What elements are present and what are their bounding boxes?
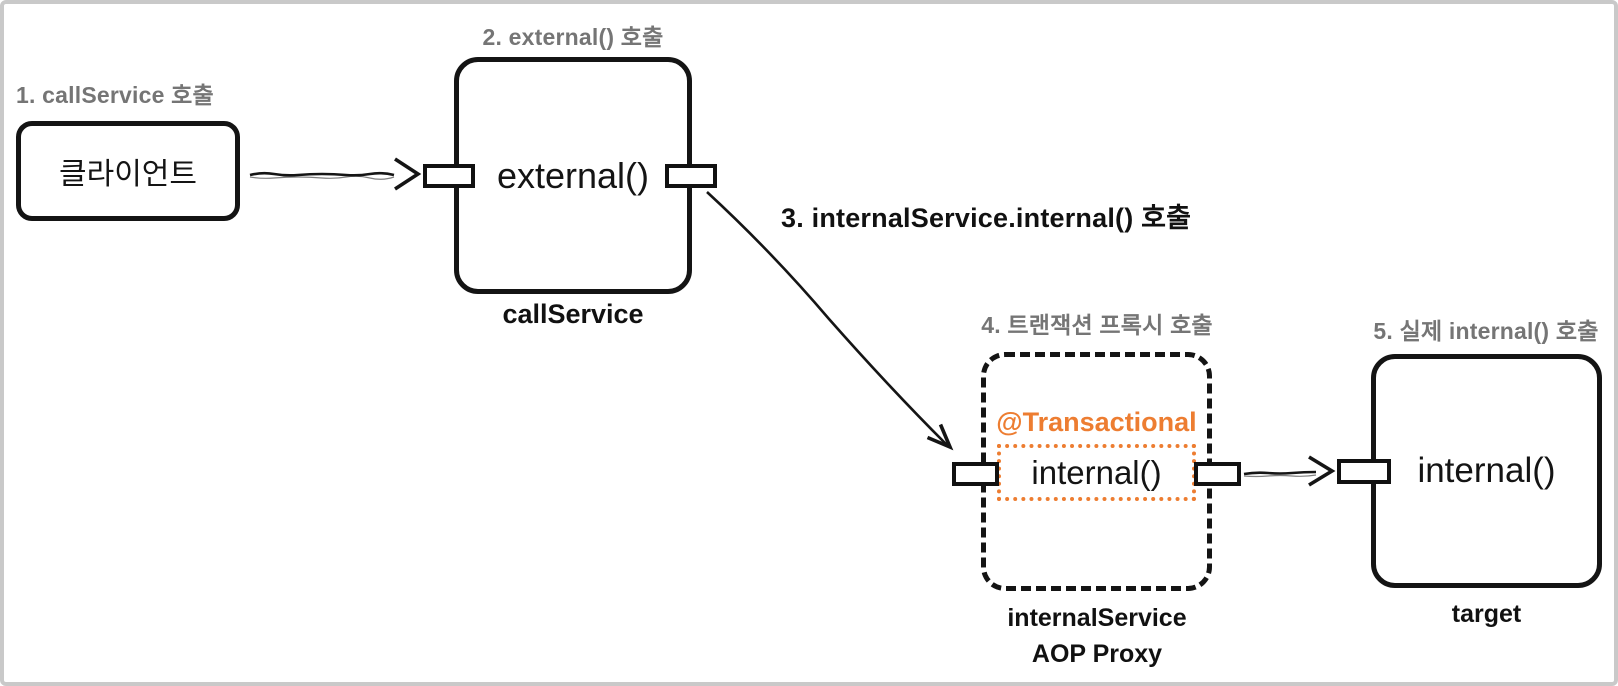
transactional-annotation: @Transactional: [996, 407, 1197, 437]
arrow-client-line-sketch: [249, 175, 395, 180]
arrowhead-into-target: [1308, 455, 1336, 487]
target-internal-method-label: internal(): [1417, 451, 1556, 490]
client-box: 클라이언트: [16, 121, 240, 221]
arrowhead-into-external: [394, 157, 422, 191]
step2-label: 2. external() 호출: [482, 24, 664, 50]
external-in-port: [423, 164, 475, 188]
proxy-internal-method-label: internal(): [1031, 453, 1162, 491]
proxy-caption-line2: AOP Proxy: [1031, 640, 1163, 668]
call-service-box: external(): [454, 57, 692, 294]
transactional-method-outline: internal(): [997, 444, 1196, 501]
external-out-port: [665, 164, 717, 188]
target-in-port: [1337, 459, 1391, 484]
proxy-in-port: [952, 462, 999, 486]
step5-label: 5. 실제 internal() 호출: [1373, 318, 1599, 344]
external-method-label: external(): [496, 154, 650, 196]
arrow-proxy-target-line: [1243, 470, 1317, 476]
arrow-proxy-target-sketch: [1243, 474, 1317, 478]
proxy-caption-line1: internalService: [1007, 604, 1187, 632]
step3-label: 3. internalService.internal() 호출: [781, 203, 1192, 233]
target-caption: target: [1451, 600, 1522, 628]
arrow-client-to-external: [249, 157, 422, 191]
arrowhead-into-proxy: [926, 423, 954, 451]
step1-label: 1. callService 호출: [16, 82, 214, 108]
arrow-proxy-to-target: [1243, 455, 1336, 487]
proxy-out-port: [1194, 462, 1241, 486]
call-service-caption: callService: [502, 299, 644, 329]
step4-label: 4. 트랜잭션 프록시 호출: [981, 312, 1213, 338]
arrow-client-line: [249, 171, 395, 177]
target-box: internal(): [1371, 354, 1602, 588]
client-label: 클라이언트: [59, 158, 197, 191]
